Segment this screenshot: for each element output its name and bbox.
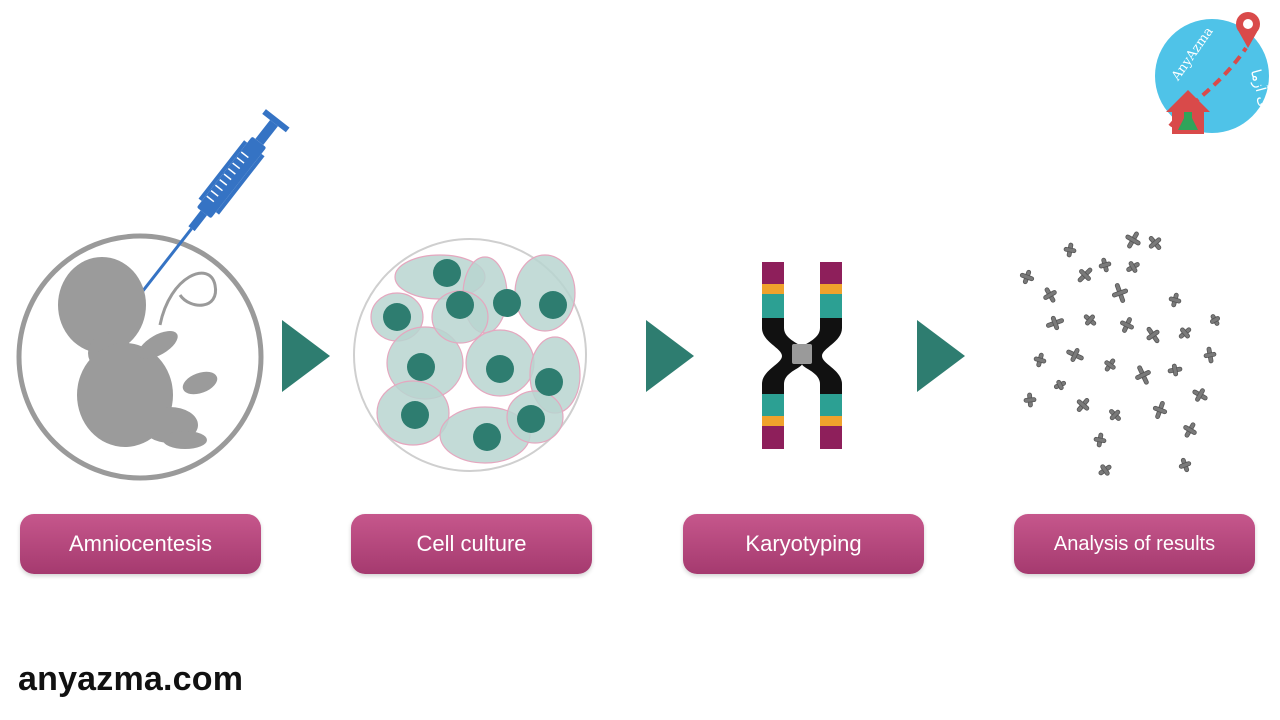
syringe-icon [134,109,290,301]
step-arrow-1 [282,320,330,392]
anyazma-logo: AnyAzma آنی آزما [1150,8,1275,138]
step-label-cell-culture: Cell culture [351,514,592,574]
step-arrow-2 [646,320,694,392]
step-label-analysis-of-results: Analysis of results [1014,514,1255,574]
step-arrow-3 [917,320,965,392]
step-label-karyotyping: Karyotyping [683,514,924,574]
fetus-icon [58,257,218,449]
chromosome-spread-illustration [1015,225,1230,485]
amniocentesis-illustration [10,95,320,490]
cell-culture-illustration [345,235,595,475]
step-label-amniocentesis: Amniocentesis [20,514,261,574]
website-text: anyazma.com [18,660,244,698]
chromosome-illustration [752,258,852,453]
